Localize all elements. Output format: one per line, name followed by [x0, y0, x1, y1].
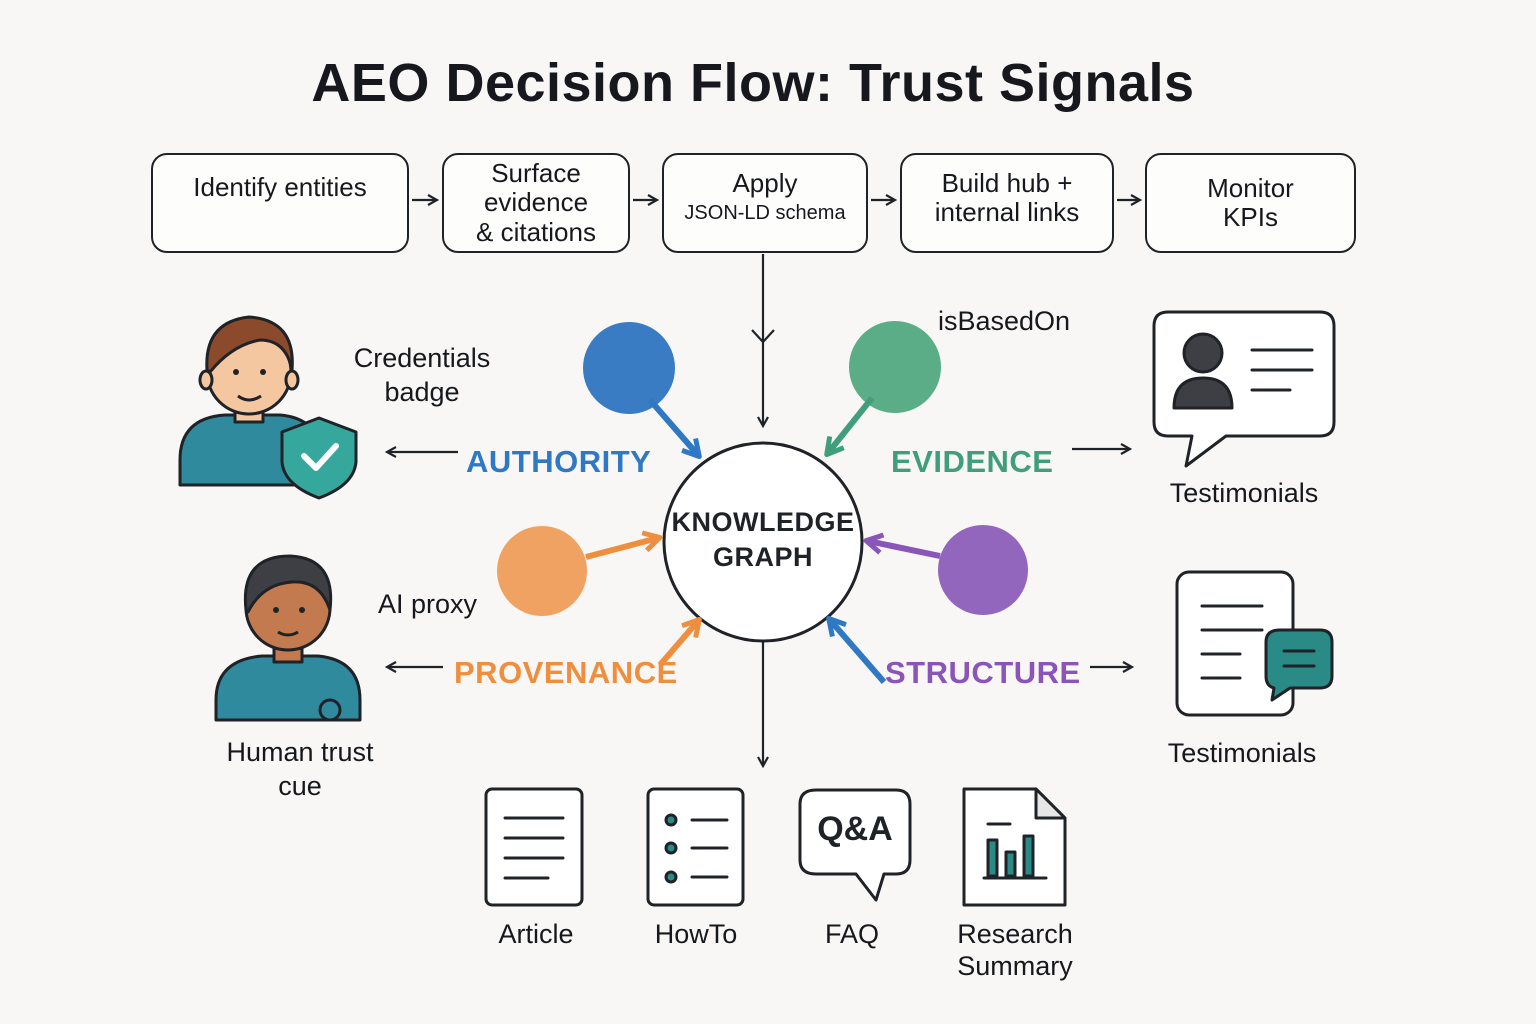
document-chat-icon [1175, 570, 1334, 717]
person-with-shield-icon [178, 315, 358, 500]
testimonials-top-label: Testimonials [1169, 478, 1319, 508]
step-label: KPIs [1223, 202, 1278, 232]
provenance-node [497, 526, 587, 616]
howto-label: HowTo [626, 918, 766, 950]
label-line: cue [278, 770, 322, 801]
structure-arrow [868, 541, 941, 559]
label-line: Article [498, 919, 574, 949]
step-identify-entities: Identify entities [151, 153, 409, 253]
label-line: Research [957, 919, 1073, 949]
step-build-hub: Build hub + internal links [900, 153, 1114, 253]
signal-structure: STRUCTURE [885, 655, 1081, 690]
step-monitor-kpis: Monitor KPIs [1145, 153, 1356, 253]
is-based-on-label: isBasedOn [938, 306, 1071, 336]
article-label: Article [466, 918, 606, 950]
step-label: evidence [483, 187, 589, 218]
label-line: Summary [957, 951, 1073, 982]
step-apply-schema: Apply JSON-LD schema [662, 153, 868, 253]
structure-lower-arrow [830, 620, 887, 684]
authority-arrow [647, 398, 698, 455]
signal-authority: AUTHORITY [466, 444, 652, 479]
research-chart-icon [962, 787, 1067, 907]
label-line: HowTo [654, 919, 738, 949]
knowledge-graph-node [662, 441, 864, 643]
structure-node [938, 525, 1028, 615]
faq-icon-text: Q&A [817, 810, 893, 848]
testimonials-bottom-label: Testimonials [1167, 738, 1317, 768]
label-line: Human trust [226, 737, 374, 767]
howto-list-icon [646, 787, 745, 907]
credentials-badge-label: Credentials badge [332, 342, 512, 410]
step-label: Surface [491, 158, 581, 189]
signal-provenance: PROVENANCE [454, 655, 678, 690]
step-label: JSON-LD schema [684, 202, 846, 225]
provenance-lower-arrow [657, 621, 698, 667]
testimonial-card-icon [1152, 310, 1336, 468]
label-line: badge [384, 376, 460, 407]
knowledge-graph-label: KNOWLEDGE GRAPH [660, 505, 866, 575]
label-line: Credentials [353, 343, 491, 373]
label-line: FAQ [824, 919, 879, 949]
research-summary-label: Research Summary [935, 918, 1095, 983]
page-title: AEO Decision Flow: Trust Signals [311, 53, 1195, 113]
ai-proxy-label: AI proxy [378, 589, 478, 619]
person-icon [214, 554, 362, 722]
step-label: Identify entities [193, 172, 367, 202]
faq-bubble-icon [798, 788, 912, 902]
step-surface-evidence: Surface evidence & citations [442, 153, 630, 253]
step-label: Apply [732, 168, 798, 198]
kg-line: KNOWLEDGE [671, 507, 855, 537]
step-label: Monitor [1207, 172, 1294, 203]
chevron-down-icon [751, 329, 775, 344]
step-label: & citations [476, 216, 596, 247]
step-label: Build hub + [941, 168, 1073, 198]
authority-node [583, 322, 675, 414]
article-icon [484, 787, 584, 907]
evidence-node [849, 321, 941, 413]
kg-line: GRAPH [712, 542, 813, 573]
signal-evidence: EVIDENCE [891, 444, 1054, 479]
faq-label: FAQ [782, 918, 922, 950]
evidence-arrow [828, 396, 875, 453]
human-trust-cue-label: Human trust cue [205, 736, 395, 804]
step-connectors [388, 200, 1139, 765]
step-label: internal links [934, 197, 1080, 228]
provenance-arrow [585, 538, 658, 560]
